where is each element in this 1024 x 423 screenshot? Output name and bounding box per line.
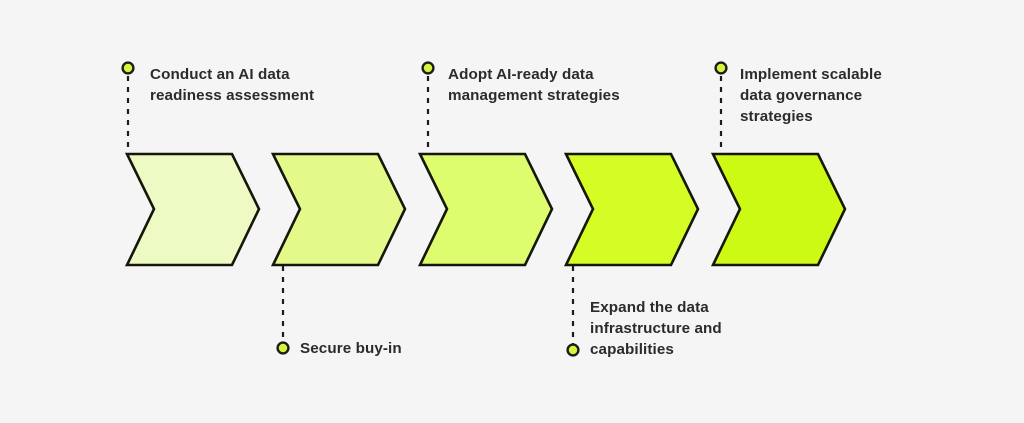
step-marker-dot-3[interactable] [421,61,435,75]
step-marker-dot-4[interactable] [566,343,580,357]
step-marker-dot-1[interactable] [121,61,135,75]
step-label-1: Conduct an AI data readiness assessment [150,66,315,104]
step-marker-dot-5[interactable] [714,61,728,75]
step-label-5: Implement scalable data governance strat… [740,66,882,125]
step-label-3: Adopt AI-ready data management strategie… [448,66,620,104]
chevron-step-2[interactable] [270,152,407,267]
step-label-4: Expand the data infrastructure and capab… [590,299,722,358]
chevron-step-4[interactable] [563,152,700,267]
step-label-2: Secure buy-in [300,340,402,357]
step-marker-dot-2[interactable] [276,341,290,355]
chevron-step-5[interactable] [710,152,847,267]
chevron-step-1[interactable] [124,152,261,267]
chevron-step-3[interactable] [417,152,554,267]
